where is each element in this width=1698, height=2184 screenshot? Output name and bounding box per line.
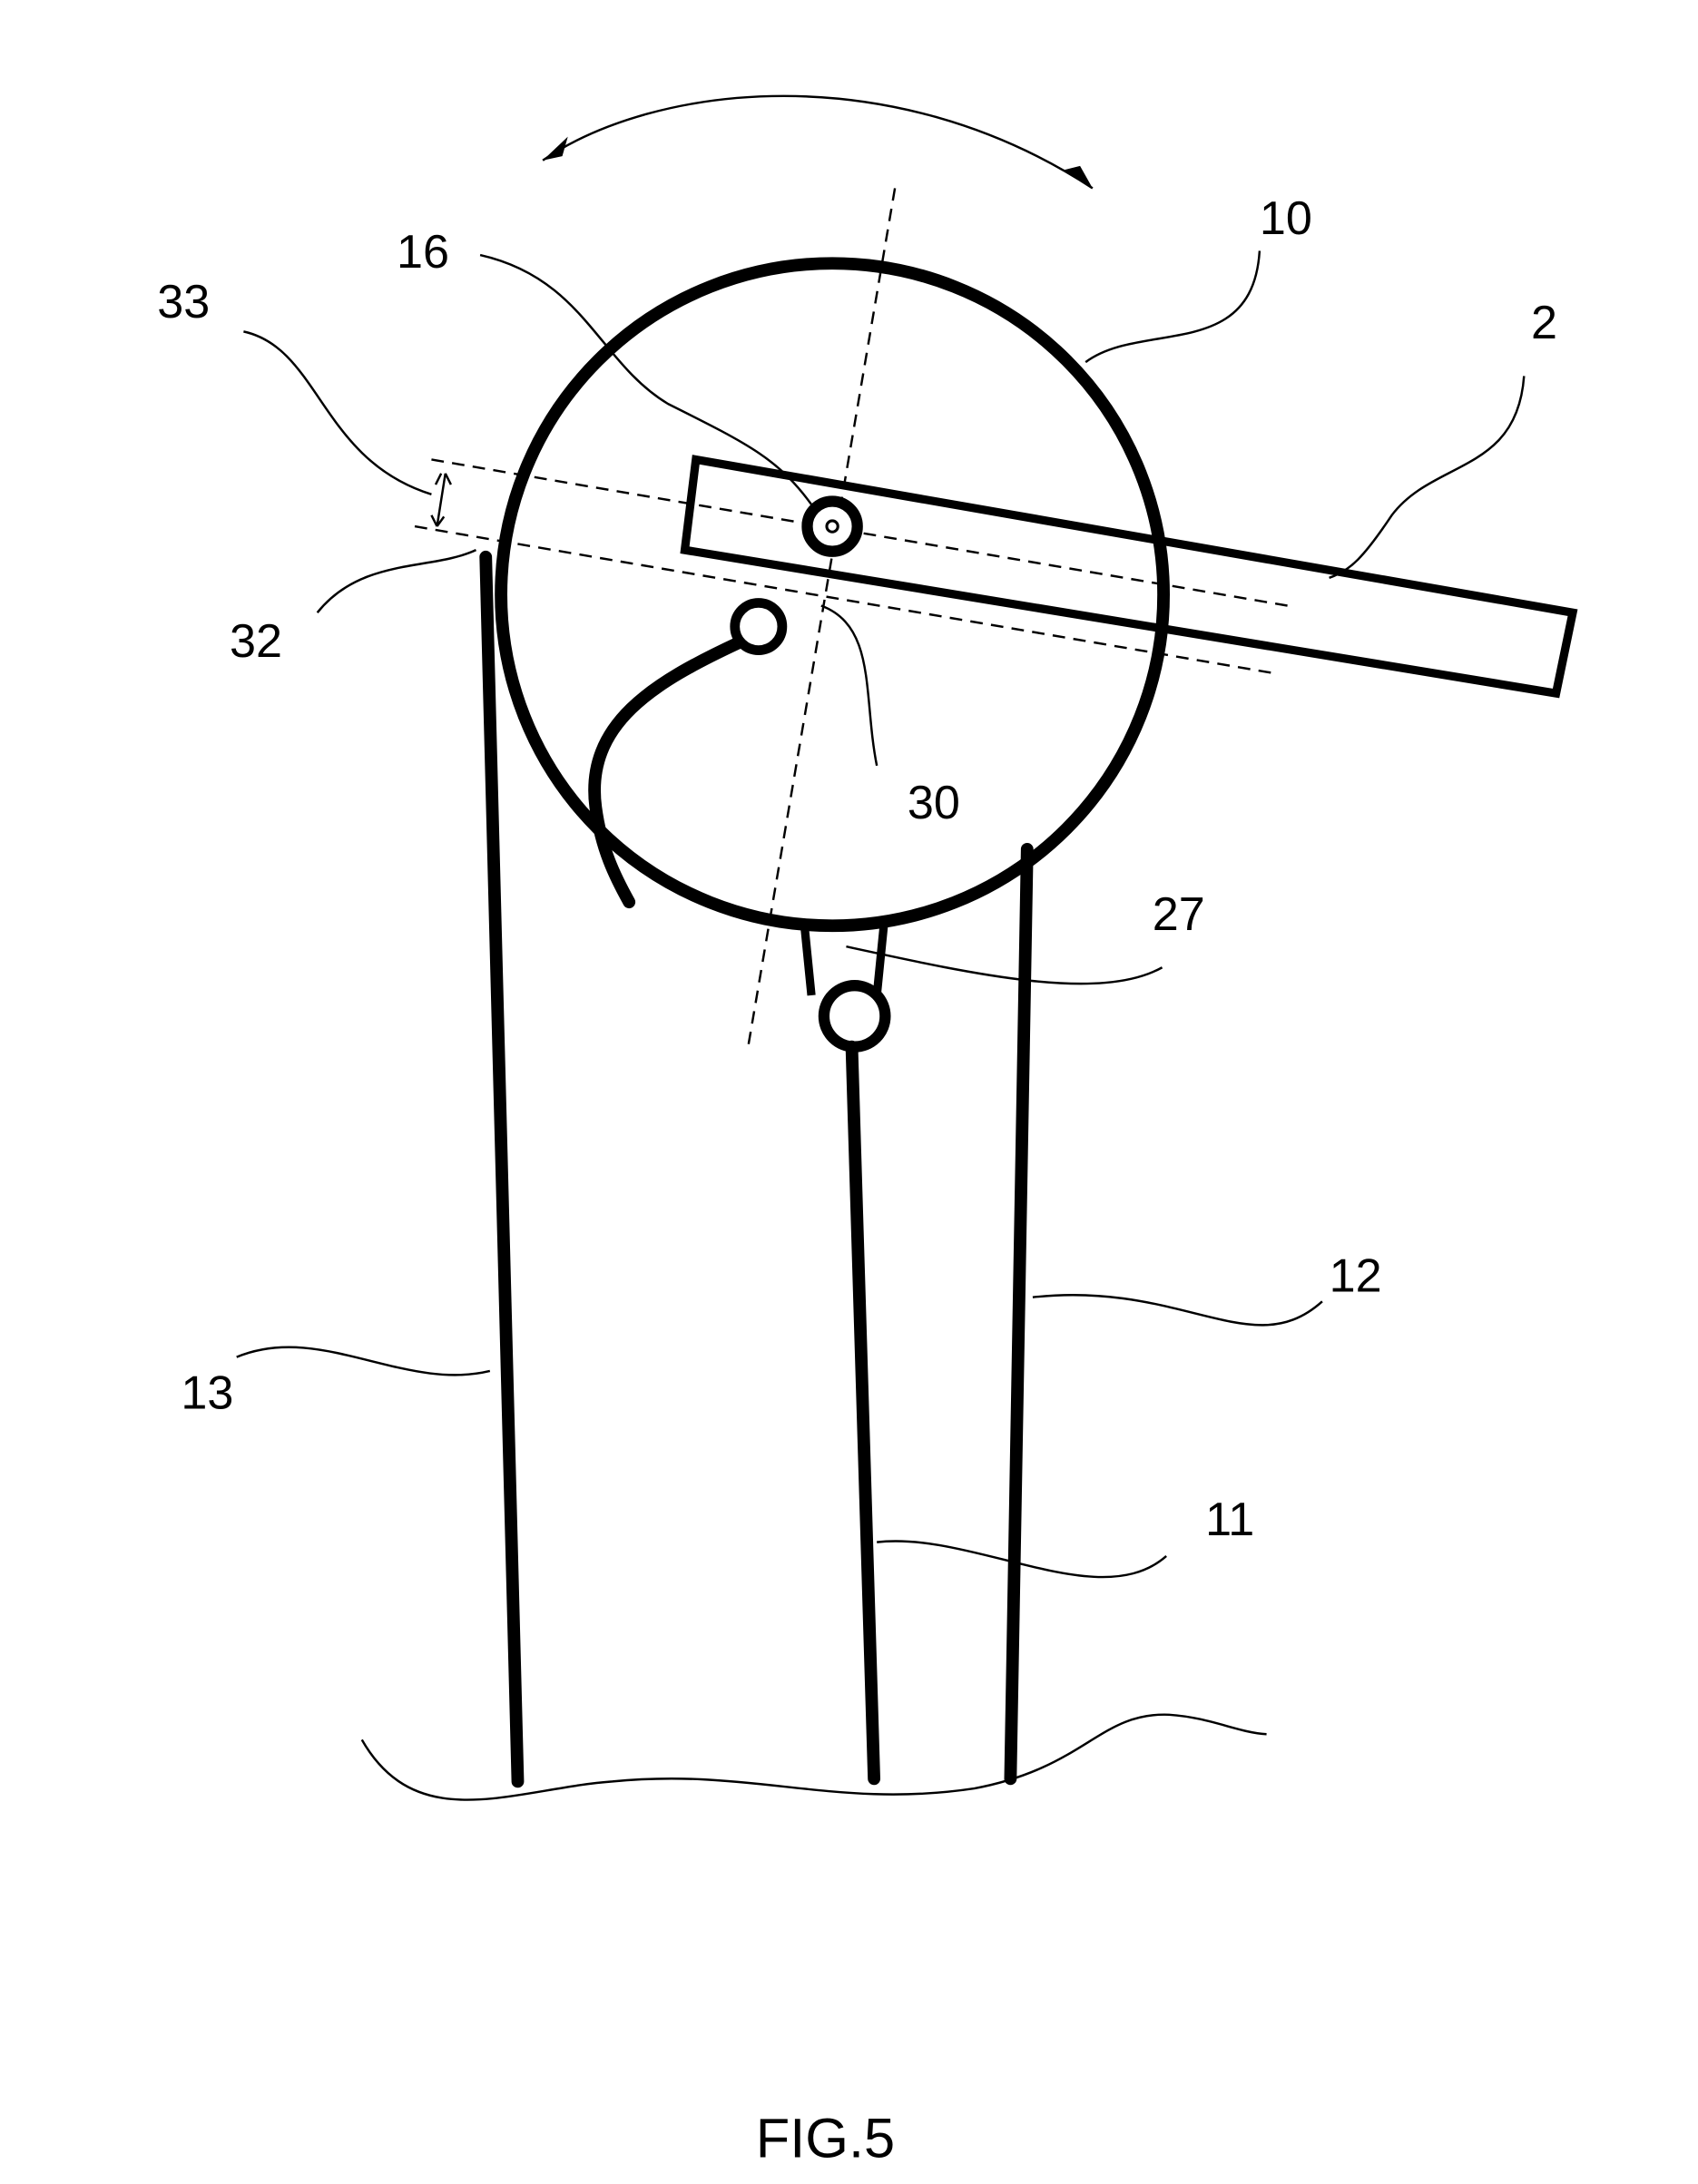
link: [800, 925, 888, 996]
label-32: 32: [230, 615, 282, 668]
label-33: 33: [157, 276, 210, 328]
label-10: 10: [1260, 192, 1312, 245]
ground-wave: [360, 1713, 1267, 1801]
line-11: [845, 1040, 881, 1786]
figure-caption: FIG.5: [756, 2106, 895, 2169]
arm: [680, 455, 1578, 699]
label-12: 12: [1330, 1250, 1382, 1303]
wheel: [495, 257, 1170, 933]
label-11: 11: [1205, 1494, 1254, 1546]
leader-lines: [236, 250, 1526, 1579]
label-13: 13: [181, 1366, 233, 1419]
inner-cable: [588, 637, 744, 909]
line-13: [479, 550, 525, 1788]
label-2: 2: [1531, 297, 1557, 349]
label-30: 30: [908, 777, 960, 829]
rotation-arrow-icon: [542, 94, 1094, 190]
label-27: 27: [1153, 888, 1205, 941]
attachment-point: [730, 598, 788, 655]
label-16: 16: [397, 226, 449, 279]
line-12: [1004, 842, 1034, 1786]
link-pin: [818, 980, 891, 1053]
